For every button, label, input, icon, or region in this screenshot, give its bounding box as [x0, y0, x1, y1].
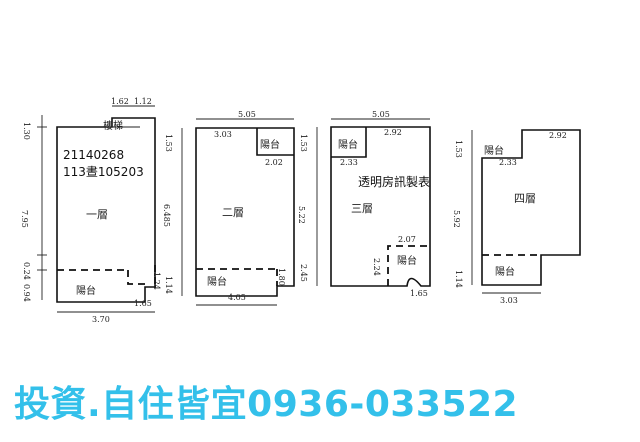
floor-3-plan: 5.05 2.92 2.33 1.53 5.22 2.45 2.07 2.24 …	[297, 110, 431, 298]
floor-3-dim-notch-w: 2.33	[340, 158, 358, 167]
floor-4-dim-side-main: 5.92	[452, 210, 461, 228]
floor-3-outline	[330, 126, 431, 287]
floor-3-dim-top: 5.05	[372, 110, 390, 119]
floor-2-dim-side-top: 1.53	[164, 134, 173, 152]
floor-3-dim-inner-top: 2.92	[384, 128, 402, 137]
floor-1-dim-right-b: 1.65	[134, 299, 152, 308]
floor-3-balcony-label: 陽台	[397, 254, 417, 267]
floor-3-dim-side-top: 1.53	[299, 134, 308, 152]
floor-3-dim-corner-b: 2.24	[372, 258, 381, 276]
floor-1-dim-right-a: 1.24	[152, 272, 161, 290]
floor-2-dim-notch: 2.02	[265, 158, 283, 167]
floor-1-dim-side-bottom: 0.94	[22, 284, 31, 302]
floor-1-balcony-label: 陽台	[76, 284, 96, 297]
floor-4-room-label: 四層	[514, 192, 536, 205]
floor-1-dim-top-right: 1.12	[134, 97, 152, 106]
floor-4-dim-inner: 2.33	[499, 158, 517, 167]
contact-slogan: 投資.自住皆宜0936-033522	[14, 384, 519, 425]
floor-1-room-label: 一層	[86, 208, 108, 221]
floor-1-notch	[127, 270, 145, 285]
floor-2-dim-top: 5.05	[238, 110, 256, 119]
floor-4-plan: 2.92 2.33 1.53 5.92 1.14 3.03 陽台 四層 陽台	[452, 129, 581, 305]
floor-2-balcony-label: 陽台	[207, 275, 227, 288]
floor-1-plan: 1.62 1.12 1.30 7.95 0.24 0.94 1.24 1.65 …	[20, 97, 161, 324]
floor-plan-drawing: 1.62 1.12 1.30 7.95 0.24 0.94 1.24 1.65 …	[20, 97, 581, 324]
floor-2-dim-right: 1.80	[277, 268, 286, 286]
floor-1-stair-label: 樓梯	[103, 119, 123, 132]
floor-3-top-notch	[331, 127, 367, 158]
floor-2-dim-side-bottom: 1.14	[164, 276, 173, 294]
floor-2-dim-side-main: 6.485	[162, 204, 171, 227]
floor-4-dim-side-bottom: 1.14	[454, 270, 463, 288]
floor-3-dim-side-bottom: 2.45	[299, 264, 308, 282]
floor-1-outline	[56, 117, 156, 303]
floor-2-dim-inner-top: 3.03	[214, 130, 232, 139]
floor-4-dim-bottom: 3.03	[500, 296, 518, 305]
floor-1-dim-top-left: 1.62	[111, 97, 129, 106]
floor-3-top-room-label: 陽台	[338, 138, 358, 151]
floor-3-corner-room	[387, 245, 430, 286]
floor-4-balcony-label: 陽台	[495, 265, 515, 278]
watermark-text: 透明房訊製表	[358, 174, 430, 189]
floor-3-dim-corner-a: 2.07	[398, 235, 416, 244]
floor-4-top-room-label: 陽台	[484, 144, 504, 157]
floor-2-top-notch	[256, 128, 294, 156]
floor-2-dim-bottom: 4.05	[228, 293, 246, 302]
floor-1-dim-side-top: 1.30	[22, 122, 31, 140]
floor-2-room-label: 二層	[222, 206, 244, 219]
floor-1-dim-side-mid: 0.24	[22, 262, 31, 280]
floor-1-dim-bottom: 3.70	[92, 315, 110, 324]
floor-3-room-label: 三層	[351, 202, 373, 215]
floor-2-plan: 5.05 3.03 1.53 6.485 1.14 2.02 1.80 4.05…	[162, 110, 295, 306]
floor-2-top-room-label: 陽台	[260, 138, 280, 151]
floor-3-dim-corner-c: 1.65	[410, 289, 428, 298]
case-id-text: 21140268	[63, 148, 124, 162]
floor-4-dim-side-top: 1.53	[454, 140, 463, 158]
floor-1-dim-side-main: 7.95	[20, 210, 29, 228]
floor-4-dim-top: 2.92	[549, 131, 567, 140]
reference-text: 113晝105203	[63, 164, 144, 179]
floor-3-dim-side-main: 5.22	[297, 206, 306, 224]
floor-4-outline	[481, 129, 581, 286]
